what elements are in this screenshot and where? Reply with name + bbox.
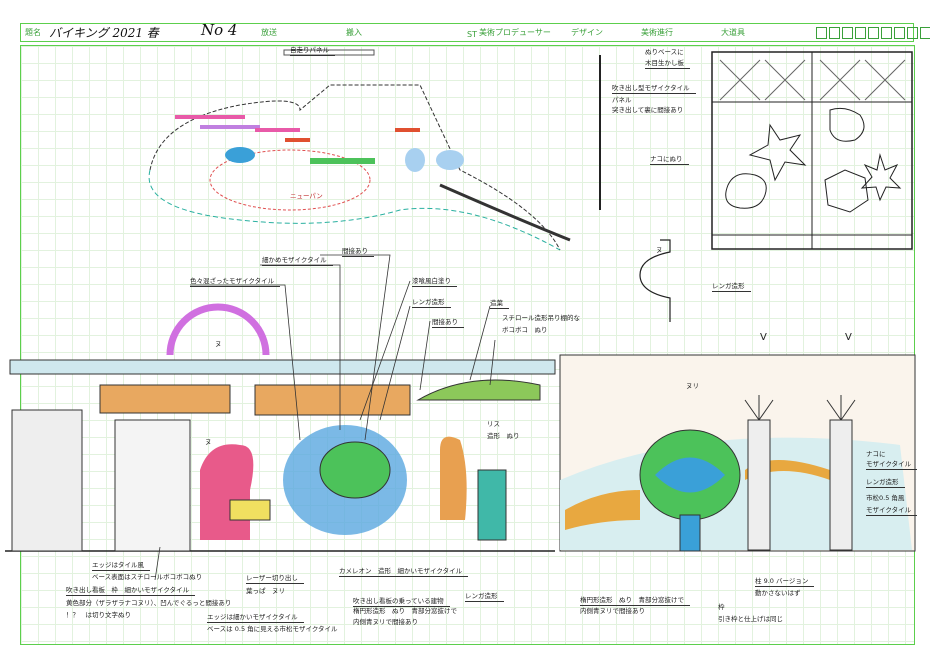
note-wood-1: ぬりベースに bbox=[645, 48, 684, 56]
note-ellipse-1: 楕円形造形 ぬり 青部分窓抜けで bbox=[580, 596, 690, 606]
note-brick: レンガ造形 bbox=[712, 282, 751, 292]
note-mosaic-2: パネル bbox=[612, 96, 632, 104]
note-squirrel-1: リス bbox=[487, 420, 500, 428]
note-frame-1: 枠 bbox=[718, 603, 725, 611]
note-frame-2: 引き枠と仕上げは同じ bbox=[718, 615, 783, 623]
plan-view bbox=[148, 49, 571, 251]
note-edge-fine-1: エッジは細かいモザイクタイル bbox=[207, 613, 304, 623]
mark-nu-1: ヌ bbox=[215, 340, 222, 348]
mark-v-1: V bbox=[760, 332, 767, 343]
note-pillar-2: 動かさないはず bbox=[755, 589, 801, 597]
note-brick-right: レンガ造形 bbox=[866, 478, 905, 488]
note-nako-mosaic-2: モザイクタイル bbox=[866, 460, 918, 470]
note-checker-2: モザイクタイル bbox=[866, 506, 918, 516]
props-label: 大道具 bbox=[721, 28, 745, 37]
note-plaster: 漆喰風白塗り bbox=[412, 277, 457, 287]
note-styro-1: スチロール造形吊り棚的な bbox=[502, 314, 580, 322]
note-squirrel-2: 造形 ぬり bbox=[487, 432, 520, 440]
st-label: ST bbox=[467, 30, 477, 39]
note-sign-1: 吹き出し看板 枠 細かいモザイクタイル bbox=[66, 586, 196, 596]
note-mosaic-1: 吹き出し型モザイクタイル bbox=[612, 84, 696, 94]
art-progress-label: 美術進行 bbox=[641, 28, 673, 37]
note-checker-1: 市松0.5 角風 bbox=[866, 494, 905, 502]
note-edge-tile-1: エッジはタイル風 bbox=[92, 561, 150, 571]
note-building-2: 楕円形造形 ぬり 青部分窓抜けで bbox=[353, 607, 457, 615]
note-brick-front: レンガ造形 bbox=[412, 298, 451, 308]
note-nako-mosaic-1: ナコに bbox=[866, 450, 886, 458]
panel-label: 自走りパネル bbox=[290, 46, 335, 56]
broadcast-label: 放送 bbox=[261, 28, 277, 37]
note-building-1: 吹き出し看板の乗っている建物 bbox=[353, 597, 450, 607]
note-plants: 造葉 bbox=[490, 299, 509, 309]
panel-elevation bbox=[599, 51, 913, 322]
checkbox-row bbox=[816, 27, 930, 39]
note-nako: ナコにぬり bbox=[650, 155, 689, 165]
mark-nuri: ヌリ bbox=[686, 382, 699, 390]
mark-v-2: V bbox=[845, 332, 852, 343]
note-styro-2: ボコボコ ぬり bbox=[502, 326, 548, 334]
note-laser-1: レーザー切り出し bbox=[246, 574, 304, 584]
side-mark: ヌ bbox=[656, 246, 663, 254]
note-building-3: 内側青ヌリで間接あり bbox=[353, 618, 418, 626]
note-laser-2: 葉っぱ ヌリ bbox=[246, 587, 285, 595]
title-block: 題名 バイキング 2021 春 No 4 放送 搬入 ST 美術プロデューサー … bbox=[20, 21, 930, 42]
note-mixed-mosaic: 色々混ざったモザイクタイル bbox=[190, 277, 281, 287]
front-elevation bbox=[5, 303, 916, 552]
note-brick-bottom: レンガ造形 bbox=[465, 592, 504, 602]
art-producer-label: 美術プロデューサー bbox=[479, 28, 551, 37]
load-in-label: 搬入 bbox=[346, 28, 362, 37]
note-sign-3: ！？ は切り文字ぬり bbox=[66, 611, 131, 619]
title-label: 題名 bbox=[25, 28, 41, 37]
note-ellipse-2: 内側青ヌリで間接あり bbox=[580, 607, 645, 615]
note-chameleon: カメレオン 造形 細かいモザイクタイル bbox=[339, 567, 469, 577]
stage-text: ニューパン bbox=[290, 192, 323, 200]
note-sign-2: 黄色部分（ザラザラナコヌリ）、凹んでぐるっと間接あり bbox=[66, 599, 232, 607]
leader-lines bbox=[154, 254, 496, 581]
note-indirect-1: 間接あり bbox=[342, 247, 374, 257]
mark-nu-2: ヌ bbox=[205, 438, 212, 446]
title-value: バイキング 2021 春 bbox=[49, 26, 159, 40]
note-mosaic-3: 突き出して裏に間接あり bbox=[612, 106, 684, 114]
note-indirect-2: 間接あり bbox=[432, 318, 464, 328]
note-edge-fine-2: ベースは 0.5 角に見える市松モザイクタイル bbox=[207, 625, 338, 633]
note-edge-tile-2: ベース表面はスチロールボコボコぬり bbox=[92, 573, 203, 581]
note-pillar-1: 柱 9.0 バージョン bbox=[755, 577, 815, 587]
note-fine-mosaic: 細かめモザイクタイル bbox=[262, 256, 333, 266]
design-label: デザイン bbox=[571, 28, 603, 37]
number-value: No 4 bbox=[201, 21, 238, 39]
note-wood-2: 木目生かし板 bbox=[645, 59, 690, 69]
